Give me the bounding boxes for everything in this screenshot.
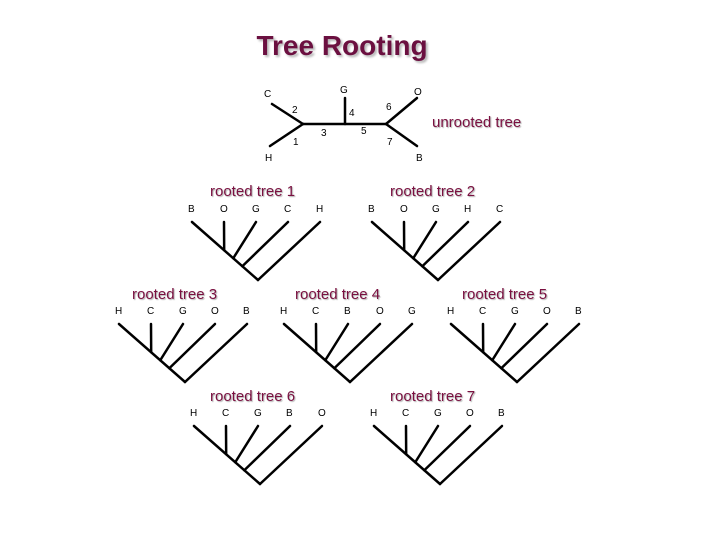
- rooted-tree-spine-right: [438, 424, 504, 486]
- rooted-tree-spine-right: [258, 424, 324, 486]
- unrooted-node-h: H: [265, 153, 272, 164]
- rooted-tree-3-leaf-g: G: [179, 306, 187, 317]
- rooted-tree-4-leaf-c: C: [312, 306, 319, 317]
- rooted-tree-spine-right: [515, 322, 581, 384]
- branch-number-6: 6: [386, 102, 392, 113]
- rooted-tree-branch-3: [414, 424, 440, 464]
- unrooted-edge-b: [384, 122, 419, 148]
- rooted-tree-5-label: rooted tree 5: [462, 286, 548, 303]
- rooted-tree-4-leaf-b: B: [344, 306, 351, 317]
- rooted-tree-spine-right: [256, 220, 322, 282]
- unrooted-node-o: O: [414, 87, 422, 98]
- rooted-tree-6-label: rooted tree 6: [210, 388, 296, 405]
- rooted-tree-2-label: rooted tree 2: [390, 183, 476, 200]
- rooted-tree-5-leaf-b: B: [575, 306, 582, 317]
- rooted-tree-7-label: rooted tree 7: [390, 388, 476, 405]
- unrooted-labels: C G O H B 2 4 6 1 3 5 7: [264, 85, 423, 164]
- rooted-tree-1-label: rooted tree 1: [210, 183, 296, 200]
- branch-number-4: 4: [349, 108, 355, 119]
- unrooted-edge-o: [384, 96, 419, 126]
- rooted-tree-3-leaf-o: O: [211, 306, 219, 317]
- unrooted-edge-h: [268, 122, 305, 148]
- rooted-tree-spine-right: [183, 322, 249, 384]
- branch-number-2: 2: [292, 105, 298, 116]
- rooted-tree-3-leaf-b: B: [243, 306, 250, 317]
- rooted-tree-1-leaf-h: H: [316, 204, 323, 215]
- rooted-tree-7-leaf-g: G: [434, 408, 442, 419]
- rooted-tree-branch-4: [421, 220, 470, 268]
- rooted-tree-branch-3: [234, 424, 260, 464]
- rooted-tree-branch-3: [324, 322, 350, 362]
- rooted-tree-branch-4: [168, 322, 217, 370]
- rooted-tree-7-leaf-c: C: [402, 408, 409, 419]
- rooted-tree-1-leaf-c: C: [284, 204, 291, 215]
- rooted-tree-2-leaf-c: C: [496, 204, 503, 215]
- rooted-tree-2-leaf-g: G: [432, 204, 440, 215]
- rooted-tree-2-leaf-o: O: [400, 204, 408, 215]
- rooted-tree-4-leaf-o: O: [376, 306, 384, 317]
- rooted-tree-spine-right: [348, 322, 414, 384]
- branch-number-5: 5: [361, 126, 367, 137]
- rooted-tree-6-leaf-g: G: [254, 408, 262, 419]
- rooted-tree-branch-4: [241, 220, 290, 268]
- rooted-tree-6-leaf-b: B: [286, 408, 293, 419]
- rooted-tree-5-leaf-g: G: [511, 306, 519, 317]
- branch-number-1: 1: [293, 137, 299, 148]
- unrooted-tree-label: unrooted tree: [432, 114, 522, 131]
- rooted-tree-branch-4: [333, 322, 382, 370]
- rooted-tree-branch-3: [412, 220, 438, 260]
- rooted-tree-2-leaf-b: B: [368, 204, 375, 215]
- rooted-tree-branch-4: [423, 424, 472, 472]
- rooted-tree-1-leaf-g: G: [252, 204, 260, 215]
- rooted-tree-4-label: rooted tree 4: [295, 286, 381, 303]
- rooted-tree-branch-3: [491, 322, 517, 362]
- rooted-tree-2-leaf-h: H: [464, 204, 471, 215]
- rooted-tree-7-leaf-h: H: [370, 408, 377, 419]
- rooted-tree-1-leaf-b: B: [188, 204, 195, 215]
- rooted-tree-6-leaf-o: O: [318, 408, 326, 419]
- rooted-tree-branch-4: [243, 424, 292, 472]
- unrooted-node-g: G: [340, 85, 348, 96]
- rooted-tree-5-leaf-c: C: [479, 306, 486, 317]
- rooted-tree-3-label: rooted tree 3: [132, 286, 218, 303]
- rooted-tree-7-leaf-o: O: [466, 408, 474, 419]
- rooted-tree-7-leaf-b: B: [498, 408, 505, 419]
- rooted-tree-5-leaf-h: H: [447, 306, 454, 317]
- rooted-tree-1-leaf-o: O: [220, 204, 228, 215]
- unrooted-tree: [268, 96, 419, 148]
- unrooted-node-b: B: [416, 153, 423, 164]
- unrooted-node-c: C: [264, 89, 271, 100]
- branch-number-7: 7: [387, 137, 393, 148]
- rooted-tree-4-leaf-h: H: [280, 306, 287, 317]
- rooted-tree-spine-right: [436, 220, 502, 282]
- rooted-tree-3-leaf-h: H: [115, 306, 122, 317]
- rooted-trees: B O G C H B O G H C H C G O B H C B O G H C G O B H C G B O H C G O B: [115, 204, 582, 486]
- rooted-tree-branch-3: [159, 322, 185, 362]
- rooted-tree-3-leaf-c: C: [147, 306, 154, 317]
- branch-number-3: 3: [321, 128, 327, 139]
- unrooted-edge-c: [270, 102, 305, 126]
- rooted-tree-branch-3: [232, 220, 258, 260]
- rooted-tree-6-leaf-h: H: [190, 408, 197, 419]
- rooted-tree-4-leaf-g: G: [408, 306, 416, 317]
- rooted-tree-branch-4: [500, 322, 549, 370]
- page-title: Tree Rooting: [256, 30, 428, 61]
- rooted-tree-5-leaf-o: O: [543, 306, 551, 317]
- rooted-tree-6-leaf-c: C: [222, 408, 229, 419]
